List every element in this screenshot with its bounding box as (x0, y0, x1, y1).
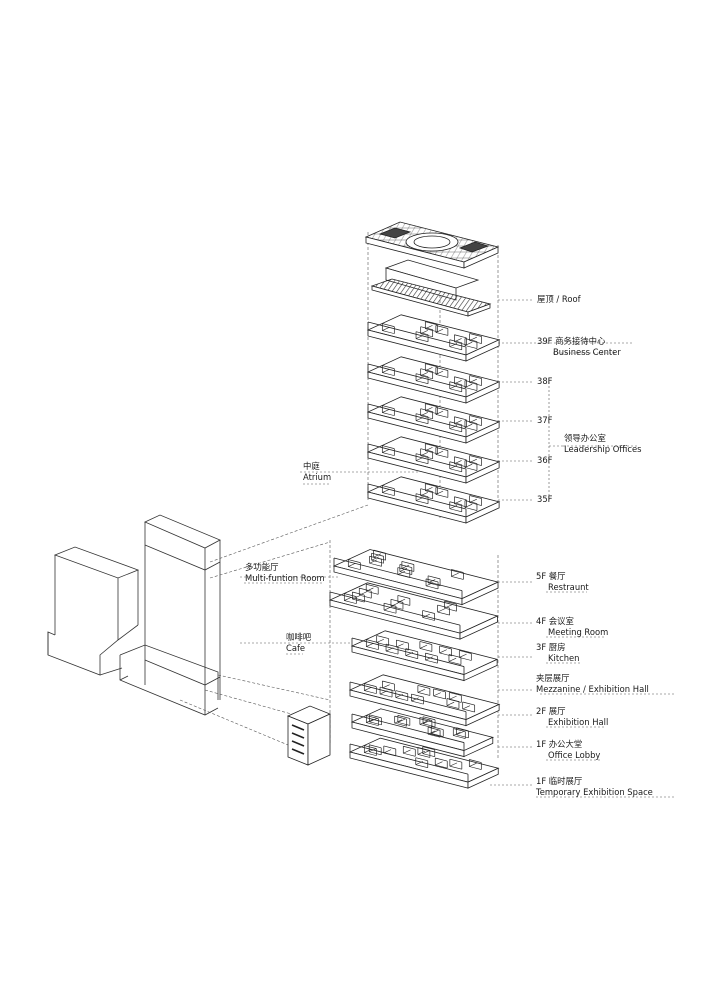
label-38f: 38F (537, 376, 553, 386)
label-3f: 3F 厨房 Kitchen (536, 642, 580, 664)
floor-mezzanine (348, 674, 501, 727)
label-multi-function-room: 多功能厅 Multi-funtion Room (245, 562, 325, 584)
label-atrium: 中庭 Atrium (303, 461, 332, 483)
label-leadership-offices: 领导办公室 Leadership Offices (564, 433, 642, 455)
label-roof: 屋顶 / Roof (537, 294, 581, 304)
stair-core (286, 705, 332, 766)
label-2f: 2F 展厅 Exhibition Hall (536, 706, 609, 728)
floor-5f (332, 549, 500, 606)
label-mezzanine: 夹层展厅 Mezzanine / Exhibition Hall (536, 673, 649, 695)
massing-block-left (53, 546, 140, 579)
floor-37f (366, 396, 501, 444)
label-cafe: 咖啡吧 Cafe (286, 632, 312, 654)
tower-floor-plates (366, 314, 501, 524)
label-36f: 36F (537, 455, 553, 465)
floor-39f (366, 314, 501, 362)
label-4f: 4F 会议室 Meeting Room (536, 616, 609, 638)
label-1f-temporary: 1F 临时展厅 Temporary Exhibition Space (536, 776, 653, 798)
massing-podium (119, 644, 219, 716)
label-5f: 5F 餐厅 Restraunt (536, 571, 589, 593)
floor-38f (366, 356, 501, 404)
floor-1f (348, 737, 500, 789)
roof-structure (370, 259, 492, 317)
label-1f-lobby: 1F 办公大堂 Office Lobby (536, 739, 601, 761)
massing-block-tall (144, 514, 221, 715)
podium-floor-plates (328, 549, 501, 789)
floor-4f (328, 582, 499, 640)
site-massing-left (47, 514, 221, 716)
leader-lines (240, 299, 674, 798)
floor-36f (366, 436, 501, 484)
floor-3f (350, 630, 499, 682)
leadership-bracket (548, 382, 563, 500)
label-35f: 35F (537, 494, 553, 504)
floor-35f (366, 476, 501, 524)
label-39f: 39F 商务接待中心 Business Center (537, 336, 621, 358)
label-37f: 37F (537, 415, 553, 425)
roof-plate (364, 221, 500, 269)
floor-2f (350, 708, 494, 758)
